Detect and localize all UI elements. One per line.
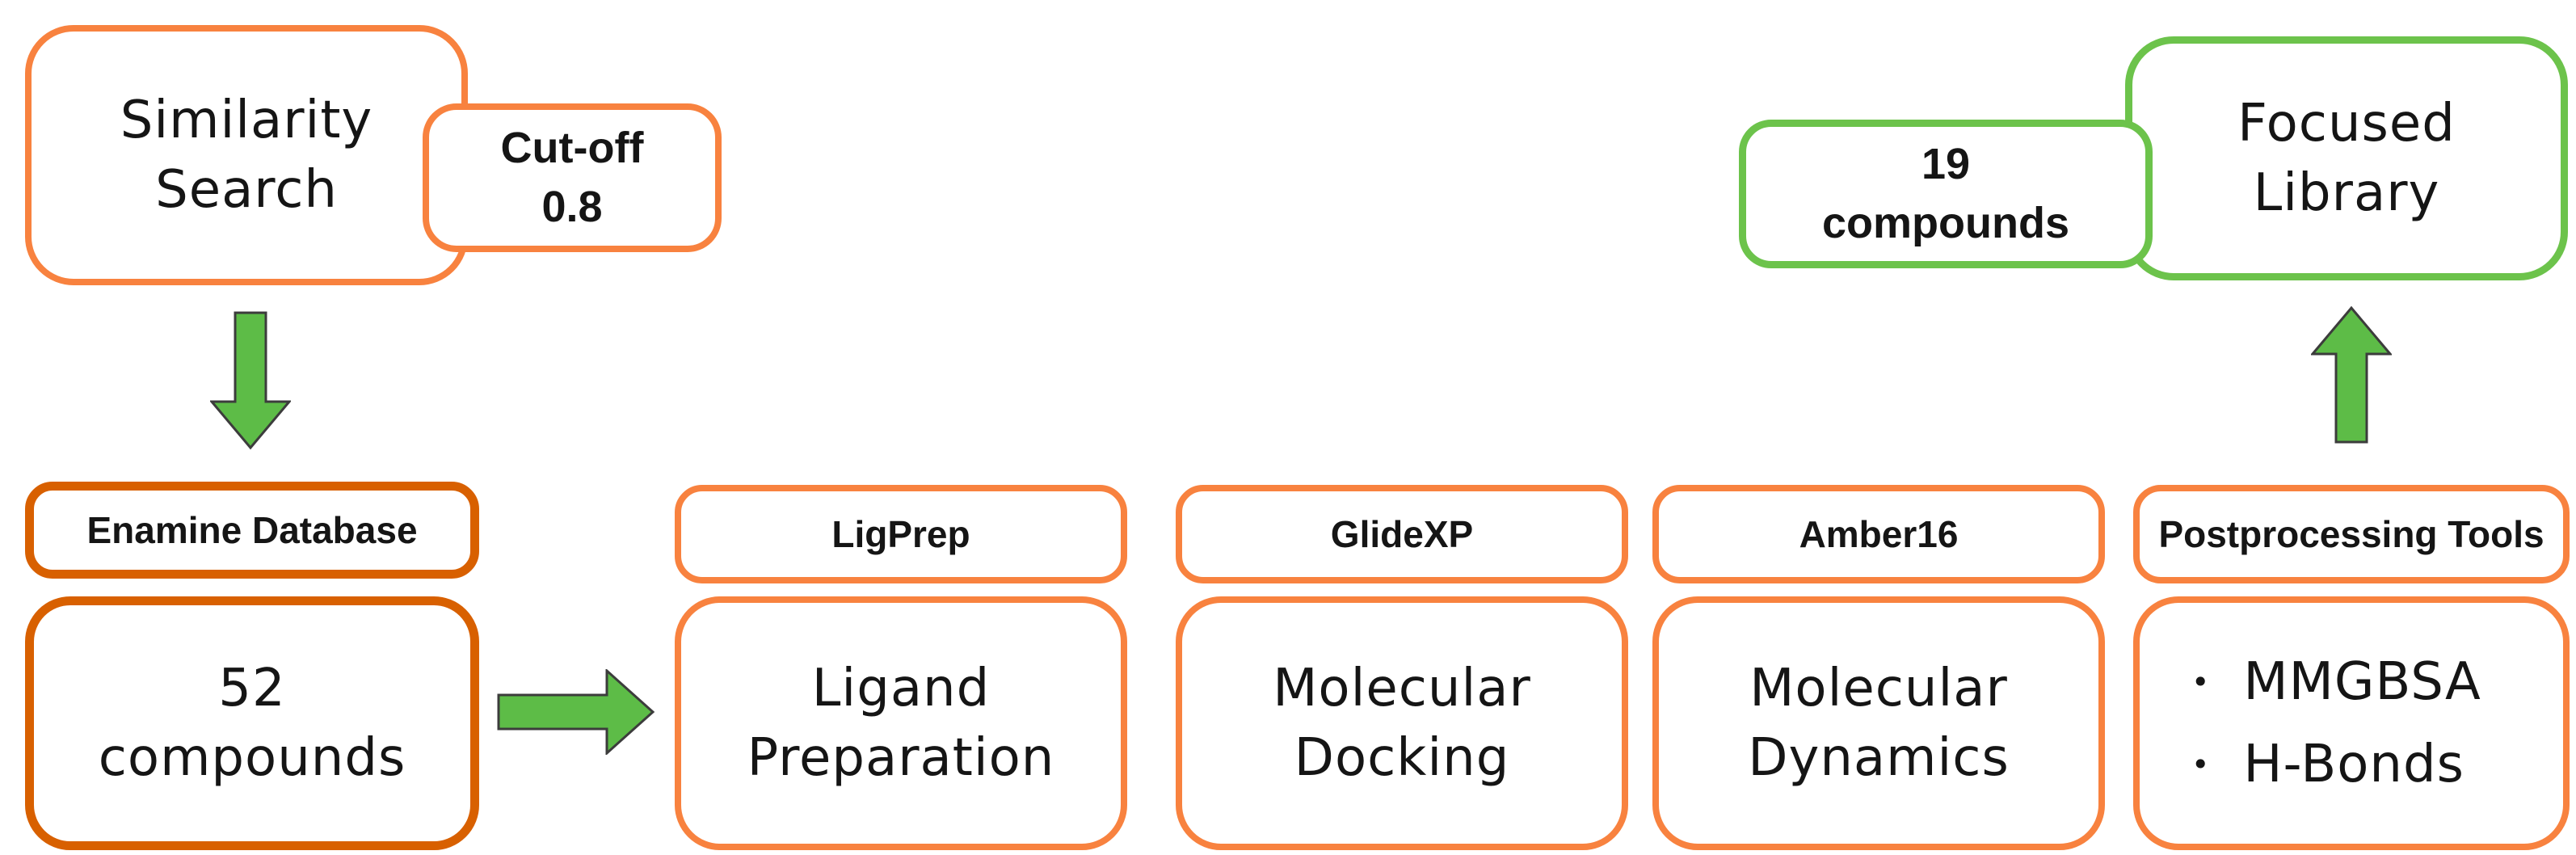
molecular-docking-line2: Docking	[1294, 728, 1510, 788]
similarity-search-box: Similarity Search	[25, 25, 468, 285]
focused-library-line2: Library	[2253, 163, 2440, 223]
glidexp-label: GlideXP	[1330, 513, 1474, 555]
result-count-unit: compounds	[1822, 199, 2069, 247]
similarity-search-label-line1: Similarity	[120, 90, 373, 150]
focused-library-box: Focused Library	[2125, 36, 2568, 280]
amber16-label-box: Amber16	[1652, 485, 2105, 583]
molecular-dynamics-line2: Dynamics	[1748, 728, 2010, 788]
down-arrow-icon	[210, 311, 291, 450]
ligprep-label-box: LigPrep	[675, 485, 1127, 583]
molecular-dynamics-line1: Molecular	[1749, 658, 2008, 718]
enamine-database-label-box: Enamine Database	[25, 482, 479, 579]
cutoff-value: 0.8	[541, 183, 603, 231]
similarity-search-label-line2: Search	[155, 160, 338, 220]
ligand-preparation-box: Ligand Preparation	[675, 596, 1127, 850]
ligand-preparation-line1: Ligand	[811, 658, 991, 718]
list-item: • MMGBSA	[2191, 652, 2481, 712]
compound-count-box-19: 19 compounds	[1739, 120, 2153, 268]
hbonds-label: H-Bonds	[2243, 735, 2464, 794]
compound-count-value: 52	[218, 658, 286, 718]
postprocessing-methods-box: • MMGBSA • H-Bonds	[2133, 596, 2570, 850]
right-arrow-icon	[497, 669, 655, 755]
molecular-dynamics-box: Molecular Dynamics	[1652, 596, 2105, 850]
postprocessing-tools-label: Postprocessing Tools	[2158, 513, 2544, 555]
mmgbsa-label: MMGBSA	[2243, 652, 2481, 712]
molecular-docking-line1: Molecular	[1273, 658, 1531, 718]
ligprep-label: LigPrep	[831, 513, 970, 555]
cutoff-label: Cut-off	[500, 124, 644, 173]
amber16-label: Amber16	[1799, 513, 1959, 555]
compound-count-box-52: 52 compounds	[25, 596, 479, 850]
focused-library-line1: Focused	[2237, 93, 2456, 154]
postprocessing-tools-label-box: Postprocessing Tools	[2133, 485, 2570, 583]
ligand-preparation-line2: Preparation	[747, 728, 1055, 788]
up-arrow-icon	[2311, 305, 2392, 444]
cutoff-box: Cut-off 0.8	[423, 103, 722, 252]
enamine-database-label: Enamine Database	[86, 509, 418, 551]
bullet-icon: •	[2191, 664, 2210, 700]
list-item: • H-Bonds	[2191, 735, 2464, 794]
molecular-docking-box: Molecular Docking	[1176, 596, 1628, 850]
bullet-icon: •	[2191, 747, 2210, 782]
glidexp-label-box: GlideXP	[1176, 485, 1628, 583]
compound-count-unit: compounds	[98, 728, 406, 788]
result-count-value: 19	[1921, 140, 1971, 189]
